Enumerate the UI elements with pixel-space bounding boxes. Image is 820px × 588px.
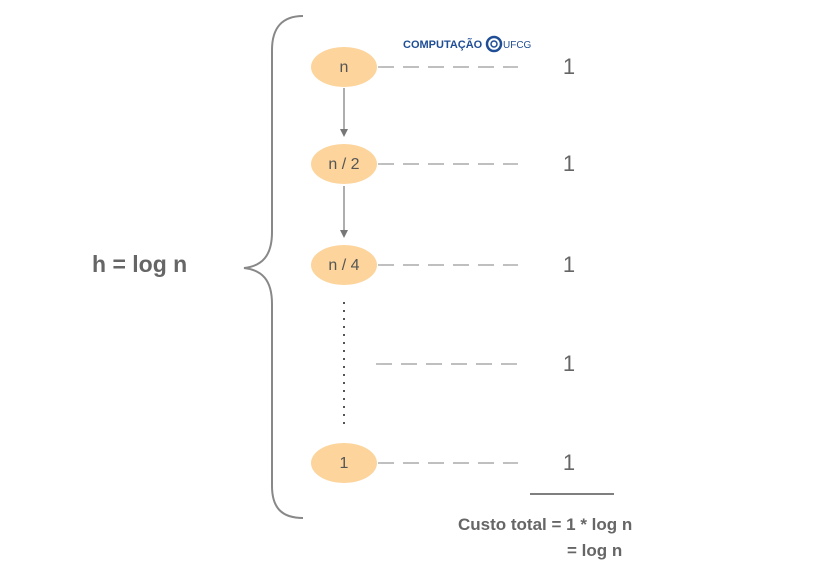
node-n-over-2 — [311, 144, 377, 184]
logo-swirl-icon — [485, 35, 503, 53]
node-label: n / 4 — [328, 257, 359, 274]
total-cost-line-2: = log n — [567, 541, 622, 560]
node-n — [311, 47, 377, 87]
logo-left-text: COMPUTAÇÃO — [403, 38, 483, 51]
level-cost: 1 — [563, 351, 575, 376]
node-1 — [311, 443, 377, 483]
level-cost: 1 — [563, 252, 575, 277]
node-label: n — [340, 59, 349, 76]
node-label: n / 2 — [328, 156, 359, 173]
height-brace — [243, 15, 304, 519]
node-n-over-4 — [311, 245, 377, 285]
tree-level-2: n / 4 1 — [311, 245, 575, 285]
node-label: 1 — [340, 455, 349, 472]
tree-level-intermediate: 1 — [376, 351, 575, 376]
computacao-ufcg-logo: COMPUTAÇÃO UFCG — [403, 35, 532, 53]
height-label: h = log n — [92, 251, 187, 277]
total-cost-line-1: Custo total = 1 * log n — [458, 515, 632, 534]
level-cost: 1 — [563, 450, 575, 475]
level-cost: 1 — [563, 54, 575, 79]
tree-level-last: 1 1 — [311, 443, 575, 483]
level-cost: 1 — [563, 151, 575, 176]
tree-level-1: n / 2 1 — [311, 144, 575, 184]
logo-right-text: UFCG — [503, 40, 532, 51]
tree-level-0: n 1 — [311, 47, 575, 87]
